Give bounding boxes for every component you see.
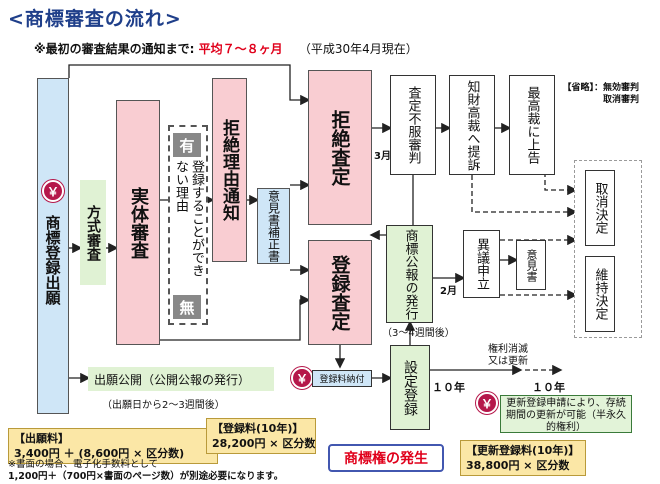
gazette-box: 商標公報の発行 [386, 225, 433, 323]
renewal-fee-amount: 38,800円 × 区分数 [466, 459, 570, 472]
no-reason-badge: 無 [173, 295, 201, 319]
cancel-decision-box: 取消決定 [585, 170, 615, 246]
subtitle: ※最初の審査結果の通知まで: 平均７～８ヶ月 （平成30年4月現在） [34, 40, 418, 57]
publication-box: 出願公開（公開公報の発行） [88, 367, 274, 391]
reg-fee-payment-box: 登録料納付 [312, 370, 372, 387]
renew-label: 又は更新 [488, 356, 528, 367]
application-fee-box: 【出願料】 3,400円 ＋ (8,600円 × 区分数) [8, 428, 218, 464]
maintain-decision-box: 維持決定 [585, 256, 615, 332]
reason-dashed-box [168, 125, 208, 325]
formality-check-box: 方式審査 [80, 180, 106, 285]
gazette-timing: （3～4週間後） [382, 328, 455, 339]
expire-renew-label: 権利消滅 又は更新 [488, 344, 528, 368]
legend-omitted: 【省略】：無効審判 取消審判 [557, 82, 639, 106]
ip-court-box: 知財高裁へ提訴 [449, 75, 495, 175]
registration-decision-box: 登録査定 [308, 240, 372, 345]
two-months-label: 2月 [440, 286, 457, 297]
renewal-note: 更新登録申請により、存続期間の更新が可能（半永久的権利） [500, 395, 632, 433]
application-fee-amount: 3,400円 ＋ (8,600円 × 区分数) [14, 447, 185, 460]
legend-line2: 取消審判 [602, 95, 639, 105]
ten-years-label-a: １０年 [432, 381, 465, 394]
yen-icon-application: ￥ [42, 180, 64, 202]
opinion-amend-box: 意見書補正書 [257, 188, 290, 264]
setup-registration-box: 設定登録 [390, 345, 430, 430]
subtitle-highlight: 平均７～８ヶ月 [198, 42, 283, 56]
opinion-box: 意見書 [516, 240, 546, 290]
refusal-notice-box: 拒絶理由通知 [212, 78, 247, 262]
expire-label: 権利消滅 [488, 344, 528, 355]
publication-timing: （出願日から2～3週間後） [102, 400, 225, 411]
substantive-exam-box: 実体審査 [116, 100, 160, 345]
yen-icon-renewal: ￥ [476, 392, 498, 414]
application-box [37, 78, 69, 414]
renewal-fee-title: 【更新登録料(10年)】 [466, 444, 580, 457]
renewal-fee-box: 【更新登録料(10年)】 38,800円 × 区分数 [460, 440, 586, 476]
footnote: ※書面の場合、電子化手数料として 1,200円＋（700円×書面のページ数）が別… [8, 459, 283, 483]
application-fee-title: 【出願料】 [14, 432, 69, 445]
supreme-court-box: 最高裁に上告 [509, 75, 555, 175]
registration-fee-box: 【登録料(10年)】 28,200円 × 区分数 [206, 418, 316, 454]
registration-fee-amount: 28,200円 × 区分数 [212, 437, 316, 450]
application-label: 商標登録出願 [43, 215, 62, 305]
reason-text: 登録することができない理由 [173, 160, 204, 277]
subtitle-prefix: ※最初の審査結果の通知まで: [34, 42, 195, 56]
refusal-decision-box: 拒絶査定 [308, 70, 372, 225]
right-arises-label: 商標権の発生 [328, 444, 444, 472]
yen-icon-registration: ￥ [291, 367, 313, 389]
page-title: <商標審査の流れ> [8, 8, 182, 30]
subtitle-note: （平成30年4月現在） [298, 42, 418, 56]
legend-line1: 【省略】：無効審判 [562, 83, 639, 93]
three-months-label: 3月 [374, 151, 391, 162]
footnote-line2: 1,200円＋（700円×書面のページ数）が別途必要になります。 [8, 471, 284, 482]
ten-years-label-b: １０年 [532, 381, 565, 394]
opposition-box: 異議申立 [463, 230, 500, 298]
has-reason-badge: 有 [173, 133, 201, 157]
registration-fee-title: 【登録料(10年)】 [212, 422, 304, 435]
appeal-box: 査定不服審判 [390, 75, 436, 175]
footnote-line1: ※書面の場合、電子化手数料として [8, 459, 159, 470]
